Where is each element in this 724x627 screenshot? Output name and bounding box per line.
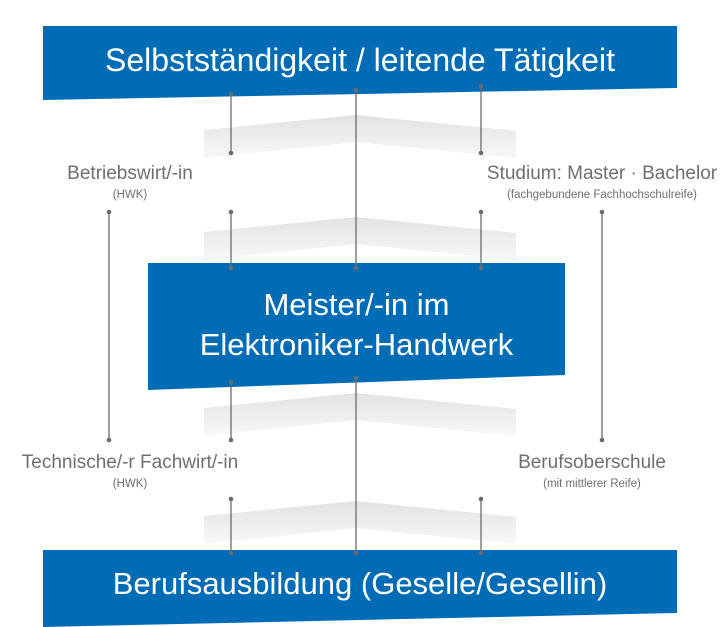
middle-box-line1: Meister/-in im: [263, 287, 450, 322]
chevron-arrow: [204, 217, 516, 260]
bottom-box: [43, 550, 677, 627]
lower-right-title: Berufsoberschule: [518, 452, 666, 473]
top-box: [43, 26, 677, 100]
upper-right-title: Studium: Master · Bachelor: [486, 163, 718, 184]
connector-lines: [106, 83, 605, 556]
bottom-box-title: Berufsausbildung (Geselle/Gesellin): [112, 566, 608, 601]
chevron-arrow: [204, 393, 516, 436]
upper-right-subtitle: (fachgebundene Fachhochschulreife): [507, 189, 697, 201]
upper-left-subtitle: (HWK): [112, 189, 148, 201]
middle-box-line2: Elektroniker-Handwerk: [199, 327, 514, 362]
top-box-title: Selbstständigkeit / leitende Tätigkeit: [105, 42, 615, 78]
lower-left-title: Technische/-r Fachwirt/-in: [21, 452, 239, 473]
chevron-arrow: [204, 501, 516, 544]
chevron-arrow: [204, 115, 516, 158]
lower-right-subtitle: (mit mittlerer Reife): [543, 478, 641, 490]
upper-left-title: Betriebswirt/-in: [67, 163, 193, 184]
chevrons: [204, 115, 516, 544]
middle-box: [148, 263, 565, 390]
middle-box-title: Meister/-in im Elektroniker-Handwerk: [148, 285, 565, 365]
lower-left-subtitle: (HWK): [112, 478, 148, 490]
